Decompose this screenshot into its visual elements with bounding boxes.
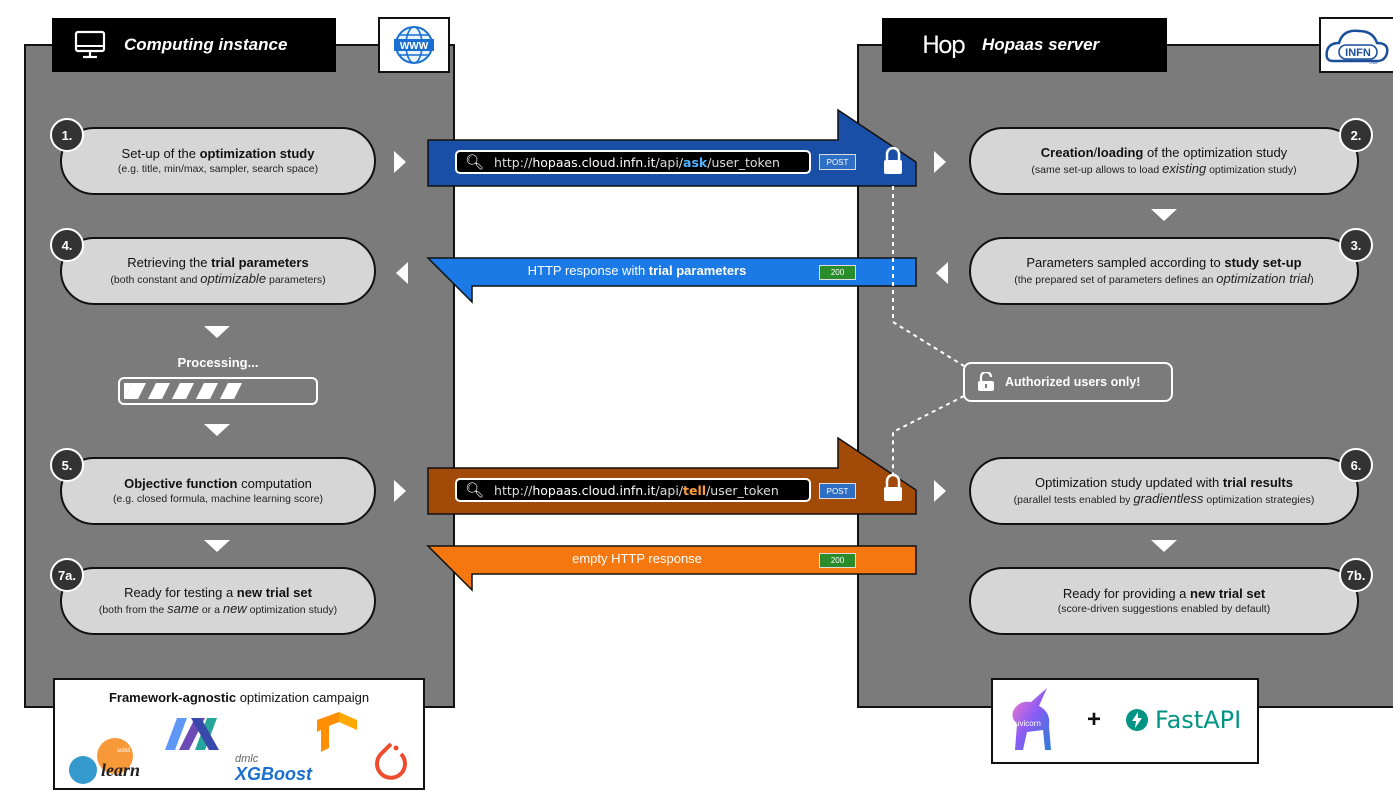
computing-instance-header: Computing instance xyxy=(52,18,336,72)
monitor-icon xyxy=(74,30,106,59)
infn-logo-box: INFN CNAF xyxy=(1319,17,1393,73)
sklearn-small-text: scikit xyxy=(117,748,131,754)
unlock-icon xyxy=(978,372,994,391)
step-4-retrieve: Retrieving the trial parameters (both co… xyxy=(60,237,376,305)
arrow-right-icon xyxy=(394,151,406,173)
ask-response-text: HTTP response with trial parameters xyxy=(527,263,747,278)
arrow-right-icon xyxy=(934,480,946,502)
arrow-right-icon xyxy=(394,480,406,502)
tell-response-code: 200 xyxy=(819,553,856,568)
step-2-badge: 2. xyxy=(1339,118,1373,152)
fastapi-logo: FastAPI xyxy=(1125,706,1241,734)
uvicorn-text: uvicorn xyxy=(1015,719,1041,728)
step-5-objective: Objective function computation (e.g. clo… xyxy=(60,457,376,525)
tell-response-text: empty HTTP response xyxy=(572,551,702,566)
step-7a-badge: 7a. xyxy=(50,558,84,592)
processing-label: Processing... xyxy=(177,355,259,370)
sklearn-learn-text: learn xyxy=(101,760,140,780)
fastapi-text: FastAPI xyxy=(1155,706,1242,734)
arrow-down-icon xyxy=(1151,540,1177,552)
tell-request-arrow xyxy=(427,436,917,515)
fastapi-bolt-icon xyxy=(1126,709,1148,731)
pytorch-logo-icon xyxy=(375,742,407,780)
ask-method-badge: POST xyxy=(819,154,856,170)
step-1-setup: Set-up of the optimization study (e.g. t… xyxy=(60,127,376,195)
search-icon: 🔍︎ xyxy=(465,153,485,171)
step-4-badge: 4. xyxy=(50,228,84,262)
sklearn-logo-icon xyxy=(69,756,97,784)
computing-instance-title: Computing instance xyxy=(124,35,288,54)
step-2-creation: Creation/loading of the optimization stu… xyxy=(969,127,1359,195)
arrow-right-icon xyxy=(934,151,946,173)
arrow-left-icon xyxy=(396,262,408,284)
arrow-left-icon xyxy=(936,262,948,284)
framework-box: Framework-agnostic optimization campaign… xyxy=(53,678,425,790)
arrow-down-icon xyxy=(204,326,230,338)
infn-label: INFN xyxy=(1345,47,1371,59)
infn-cloud-icon: INFN CNAF xyxy=(1325,29,1389,65)
step-7b-ready: Ready for providing a new trial set (sco… xyxy=(969,567,1359,635)
search-icon: 🔍︎ xyxy=(465,481,485,499)
www-label: WWW xyxy=(400,41,429,52)
ask-url-field[interactable]: 🔍︎ http://hopaas.cloud.infn.it/api/ask/u… xyxy=(455,150,811,174)
arrow-down-icon xyxy=(1151,209,1177,221)
step-3-sampling: Parameters sampled according to study se… xyxy=(969,237,1359,305)
framework-logos: scikit learn dmlc XGBoost xyxy=(69,712,407,784)
ask-request-arrow xyxy=(427,108,917,187)
dmlc-text: dmlc xyxy=(235,753,259,765)
tell-method-badge: POST xyxy=(819,483,856,499)
uvicorn-logo-icon: uvicorn xyxy=(1012,688,1051,750)
step-1-badge: 1. xyxy=(50,118,84,152)
www-globe-icon: WWW xyxy=(394,26,434,64)
ask-response-code: 200 xyxy=(819,265,856,280)
tensorflow-logo-icon xyxy=(317,712,357,752)
hopaas-server-header: Hop Hopaas server xyxy=(882,18,1167,72)
www-logo-box: WWW xyxy=(378,17,450,73)
infn-sublabel: CNAF xyxy=(1369,61,1379,65)
step-6-update: Optimization study updated with trial re… xyxy=(969,457,1359,525)
step-7a-ready: Ready for testing a new trial set (both … xyxy=(60,567,376,635)
server-stack-box: uvicorn + FastAPI xyxy=(991,678,1259,764)
jax-logo-icon xyxy=(165,718,219,750)
step-7b-badge: 7b. xyxy=(1339,558,1373,592)
framework-title: Framework-agnostic optimization campaign xyxy=(108,690,370,705)
xgboost-text: XGBoost xyxy=(234,764,313,784)
authorized-users-badge: Authorized users only! xyxy=(963,362,1173,402)
step-3-badge: 3. xyxy=(1339,228,1373,262)
plus-sign: + xyxy=(1087,706,1102,733)
progress-bar xyxy=(118,377,318,405)
hop-logo: Hop xyxy=(922,31,966,59)
arrow-down-icon xyxy=(204,540,230,552)
progress-stripes xyxy=(124,383,242,399)
step-6-badge: 6. xyxy=(1339,448,1373,482)
tell-url-field[interactable]: 🔍︎ http://hopaas.cloud.infn.it/api/tell/… xyxy=(455,478,811,502)
step-5-badge: 5. xyxy=(50,448,84,482)
arrow-down-icon xyxy=(204,424,230,436)
hopaas-server-title: Hopaas server xyxy=(981,35,1100,54)
